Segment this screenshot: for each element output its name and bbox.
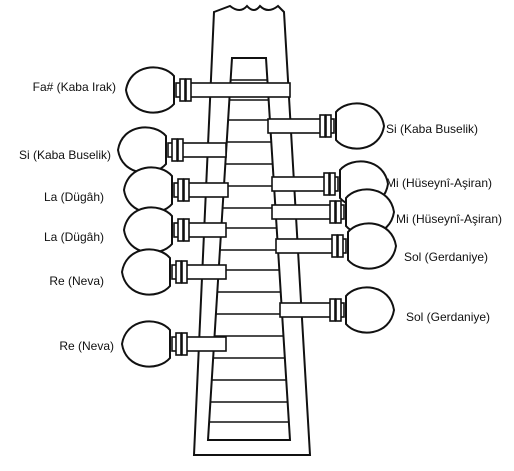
left-peg-collar-5-1 bbox=[175, 260, 182, 284]
right-peg-shaft-2 bbox=[271, 176, 339, 192]
right-peg-4 bbox=[275, 222, 398, 270]
left-peg-1 bbox=[124, 66, 291, 114]
left-peg-collar-6-2 bbox=[181, 332, 188, 356]
right-peg-collar-3-2 bbox=[329, 200, 336, 224]
right-peg-collar-5-1 bbox=[335, 298, 342, 322]
right-peg-5 bbox=[279, 286, 396, 334]
tuning-pegs bbox=[116, 66, 398, 368]
right-peg-shaft-4 bbox=[275, 238, 347, 254]
left-peg-head-3 bbox=[122, 166, 173, 214]
right-peg-shaft-5 bbox=[279, 302, 345, 318]
right-peg-collar-5-2 bbox=[329, 298, 336, 322]
left-peg-collar-3-1 bbox=[177, 178, 184, 202]
left-peg-shaft-1 bbox=[175, 82, 291, 98]
left-peg-4 bbox=[122, 206, 227, 254]
left-peg-collar-6-1 bbox=[175, 332, 182, 356]
left-peg-collar-2-1 bbox=[171, 138, 178, 162]
left-peg-label-6: Re (Neva) bbox=[59, 339, 114, 353]
right-peg-collar-3-1 bbox=[335, 200, 342, 224]
right-peg-collar-4-2 bbox=[331, 234, 338, 258]
left-peg-head-5 bbox=[120, 248, 171, 296]
right-peg-1 bbox=[267, 102, 386, 150]
left-peg-head-6 bbox=[120, 320, 171, 368]
right-peg-collar-2-2 bbox=[323, 172, 330, 196]
right-peg-label-2: Mi (Hüseynî-Aşiran) bbox=[386, 176, 493, 190]
left-peg-collar-1-1 bbox=[179, 78, 186, 102]
left-peg-collar-4-1 bbox=[177, 218, 184, 242]
left-peg-collar-3-2 bbox=[183, 178, 190, 202]
left-peg-6 bbox=[120, 320, 227, 368]
right-peg-shaft-1 bbox=[267, 118, 335, 134]
left-peg-3 bbox=[122, 166, 229, 214]
left-peg-collar-5-2 bbox=[181, 260, 188, 284]
right-peg-head-5 bbox=[345, 286, 396, 334]
left-peg-label-5: Re (Neva) bbox=[49, 274, 104, 288]
left-peg-collar-1-2 bbox=[185, 78, 192, 102]
right-peg-label-5: Sol (Gerdaniye) bbox=[406, 310, 491, 324]
left-peg-collar-4-2 bbox=[183, 218, 190, 242]
left-peg-label-1: Fa# (Kaba Irak) bbox=[32, 80, 116, 94]
right-peg-collar-1-1 bbox=[325, 114, 332, 138]
left-peg-2 bbox=[116, 126, 227, 174]
right-peg-collar-2-1 bbox=[329, 172, 336, 196]
right-peg-collar-4-1 bbox=[337, 234, 344, 258]
pegbox-slot bbox=[206, 57, 292, 441]
right-peg-label-3: Mi (Hüseynî-Aşiran) bbox=[396, 212, 503, 226]
left-peg-collar-2-2 bbox=[177, 138, 184, 162]
left-peg-head-1 bbox=[124, 66, 175, 114]
right-peg-shaft-3 bbox=[271, 204, 345, 220]
slot-rungs bbox=[209, 79, 289, 423]
right-peg-label-1: Si (Kaba Buselik) bbox=[386, 122, 479, 136]
right-peg-head-1 bbox=[335, 102, 386, 150]
left-peg-5 bbox=[120, 248, 227, 296]
left-peg-head-4 bbox=[122, 206, 173, 254]
left-peg-label-4: La (Dügâh) bbox=[43, 230, 104, 244]
left-peg-head-2 bbox=[116, 126, 167, 174]
left-peg-label-2: Si (Kaba Buselik) bbox=[18, 148, 111, 162]
right-peg-head-4 bbox=[347, 222, 398, 270]
left-peg-label-3: La (Dügâh) bbox=[43, 190, 104, 204]
right-peg-collar-1-2 bbox=[319, 114, 326, 138]
right-peg-label-4: Sol (Gerdaniye) bbox=[404, 250, 489, 264]
